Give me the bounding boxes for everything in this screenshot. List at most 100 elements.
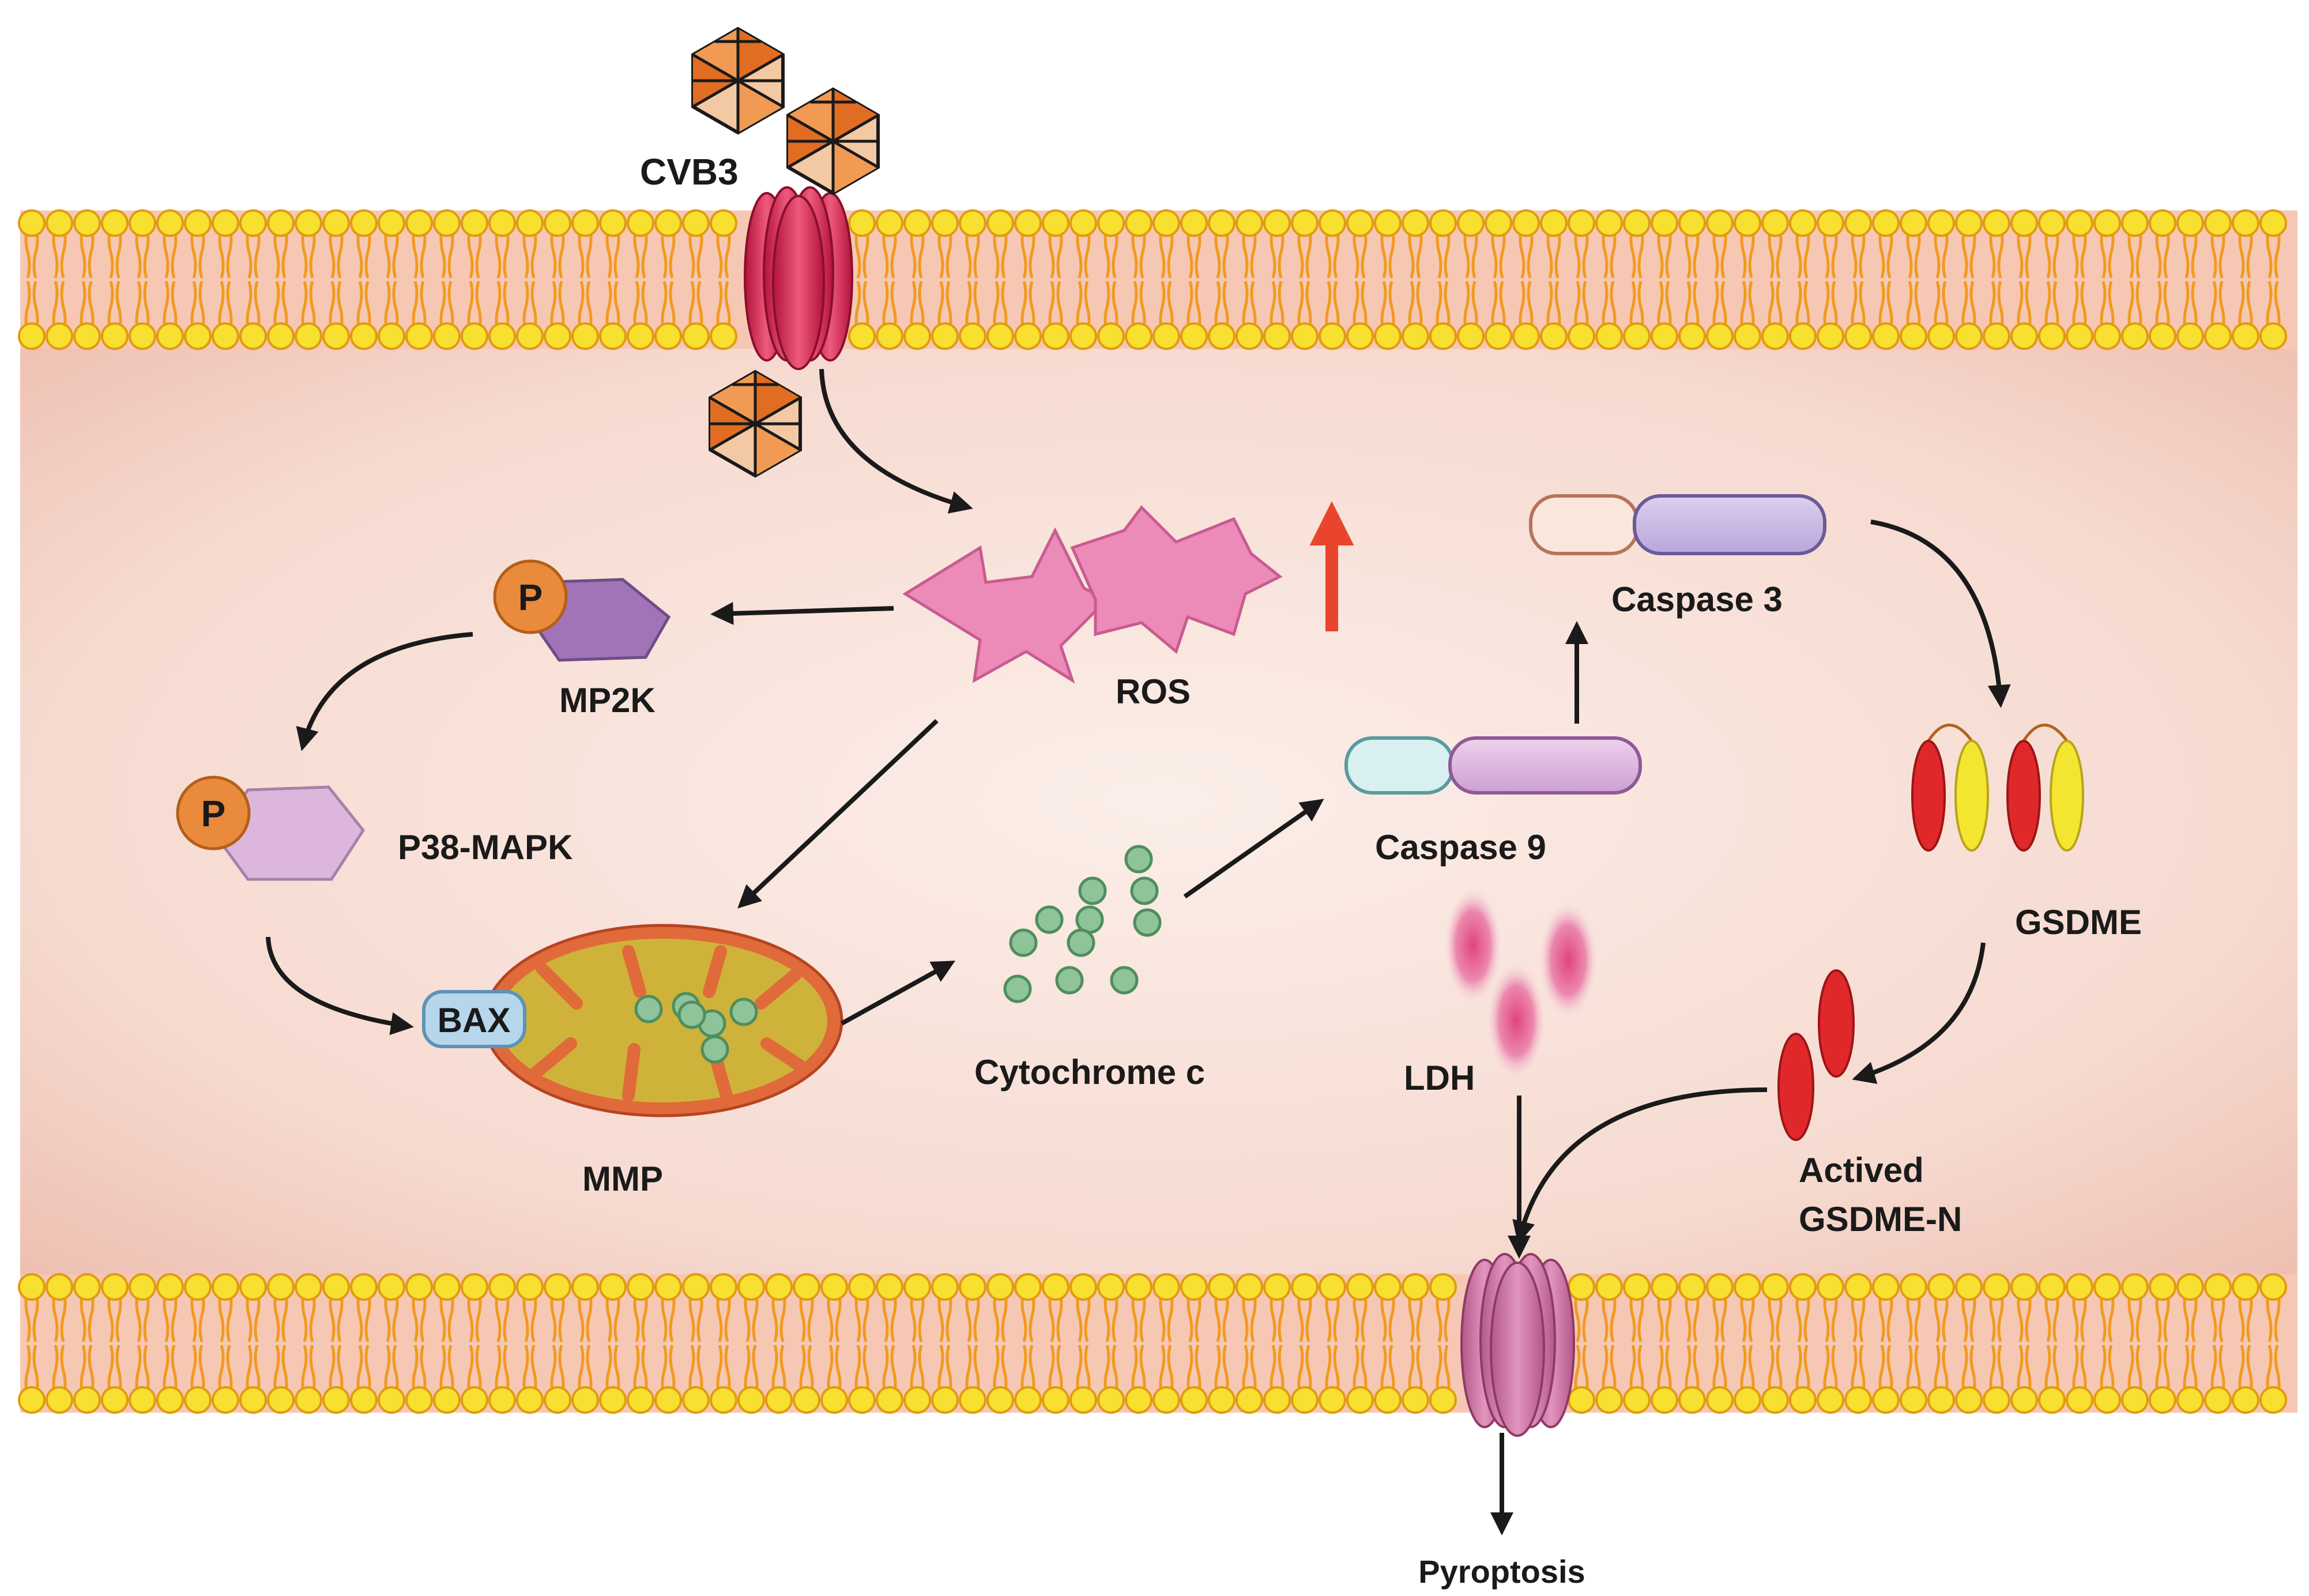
lipid-head	[1955, 1386, 1983, 1414]
lipid-head	[73, 1273, 101, 1301]
lipid-head	[1125, 1386, 1152, 1414]
lipid-head	[959, 1386, 986, 1414]
lipid-head	[1789, 1273, 1817, 1301]
lipid-head	[2093, 209, 2121, 237]
mitochondrion-icon	[483, 924, 843, 1117]
lipid-head	[544, 322, 571, 350]
lipid-head	[1291, 1386, 1319, 1414]
lipid-head	[1069, 322, 1097, 350]
lipid-head	[1983, 209, 2010, 237]
lipid-head	[156, 209, 184, 237]
lipid-head	[2121, 322, 2149, 350]
lipid-head	[295, 1386, 322, 1414]
lipid-head	[1651, 322, 1678, 350]
lipid-head	[1319, 1273, 1346, 1301]
lipid-head	[2204, 322, 2232, 350]
lipid-head	[1706, 1273, 1734, 1301]
lipid-head	[267, 209, 295, 237]
lipid-head	[931, 1273, 959, 1301]
lipid-head	[1817, 1273, 1844, 1301]
lipid-head	[322, 209, 350, 237]
lipid-head	[2121, 1386, 2149, 1414]
lipid-head	[1346, 209, 1374, 237]
mp2k-kinase-icon: P	[493, 559, 671, 662]
caspase-3-icon	[1529, 494, 1826, 555]
lipid-head	[267, 1273, 295, 1301]
lipid-head	[876, 209, 903, 237]
ros-label: ROS	[1116, 672, 1191, 711]
lipid-head	[156, 322, 184, 350]
lipid-head	[2176, 209, 2204, 237]
lipid-head	[239, 209, 267, 237]
lipid-head	[1374, 1386, 1402, 1414]
lipid-head	[1512, 209, 1540, 237]
lipid-head	[654, 322, 682, 350]
lipid-head	[46, 209, 73, 237]
lipid-head	[820, 1273, 848, 1301]
lipid-head	[2149, 1273, 2176, 1301]
lipid-head	[2149, 209, 2176, 237]
lipid-head	[1402, 1273, 1429, 1301]
lipid-head	[1429, 209, 1457, 237]
lipid-head	[2259, 1273, 2287, 1301]
lipid-head	[1955, 322, 1983, 350]
lipid-head	[737, 1386, 765, 1414]
arrow-mitochondrion-to-cytochrome	[841, 961, 956, 1026]
lipid-head	[1208, 322, 1236, 350]
lipid-head	[350, 1386, 378, 1414]
lipid-head	[1983, 322, 2010, 350]
lipid-head	[1623, 1273, 1651, 1301]
lipid-head	[986, 322, 1014, 350]
lipid-head	[1595, 1273, 1623, 1301]
lipid-head	[1872, 1273, 1900, 1301]
cvb3-virus-icon	[691, 27, 785, 135]
lipid-head	[267, 1386, 295, 1414]
lipid-head	[654, 1273, 682, 1301]
lipid-head	[627, 209, 654, 237]
cvb3-virus-icon	[786, 87, 880, 195]
lipid-head	[1817, 209, 1844, 237]
lipid-head	[129, 1273, 156, 1301]
lipid-head	[1734, 1273, 1761, 1301]
lipid-head	[848, 1273, 876, 1301]
lipid-head	[1208, 1273, 1236, 1301]
lipid-head	[184, 1386, 212, 1414]
lipid-head	[1900, 209, 1927, 237]
lipid-head	[350, 1273, 378, 1301]
lipid-head	[488, 1273, 516, 1301]
lipid-head	[765, 1273, 793, 1301]
lipid-head	[848, 209, 876, 237]
lipid-head	[101, 209, 129, 237]
lipid-head	[1402, 1386, 1429, 1414]
lipid-head	[2038, 322, 2066, 350]
ldh-label: LDH	[1404, 1059, 1475, 1097]
lipid-head	[1595, 1386, 1623, 1414]
lipid-head	[2093, 1386, 2121, 1414]
lipid-head	[2204, 1386, 2232, 1414]
caspase-3-label: Caspase 3	[1611, 580, 1783, 619]
mmp-label: MMP	[582, 1160, 663, 1198]
lipid-head	[986, 209, 1014, 237]
lipid-head	[516, 322, 544, 350]
lipid-head	[1927, 209, 1955, 237]
lipid-head	[1817, 322, 1844, 350]
lipid-head	[599, 1273, 627, 1301]
lipid-head	[931, 322, 959, 350]
lipid-head	[2121, 209, 2149, 237]
lipid-head	[2038, 1386, 2066, 1414]
lipid-head	[1097, 1386, 1125, 1414]
lipid-head	[1125, 1273, 1152, 1301]
lipid-head	[1955, 1273, 1983, 1301]
viral-entry-channel	[744, 186, 853, 370]
lipid-head	[2176, 322, 2204, 350]
p38-mapk-kinase-icon: P	[176, 776, 366, 881]
lipid-head	[1152, 322, 1180, 350]
actived-label: Actived	[1799, 1151, 1924, 1190]
lipid-head	[1568, 209, 1595, 237]
cytochrome-c-icon	[1003, 845, 1162, 1003]
lipid-head	[627, 1386, 654, 1414]
lipid-head	[2259, 322, 2287, 350]
lipid-head	[627, 322, 654, 350]
phosphate-label: P	[201, 793, 226, 834]
lipid-head	[1706, 322, 1734, 350]
